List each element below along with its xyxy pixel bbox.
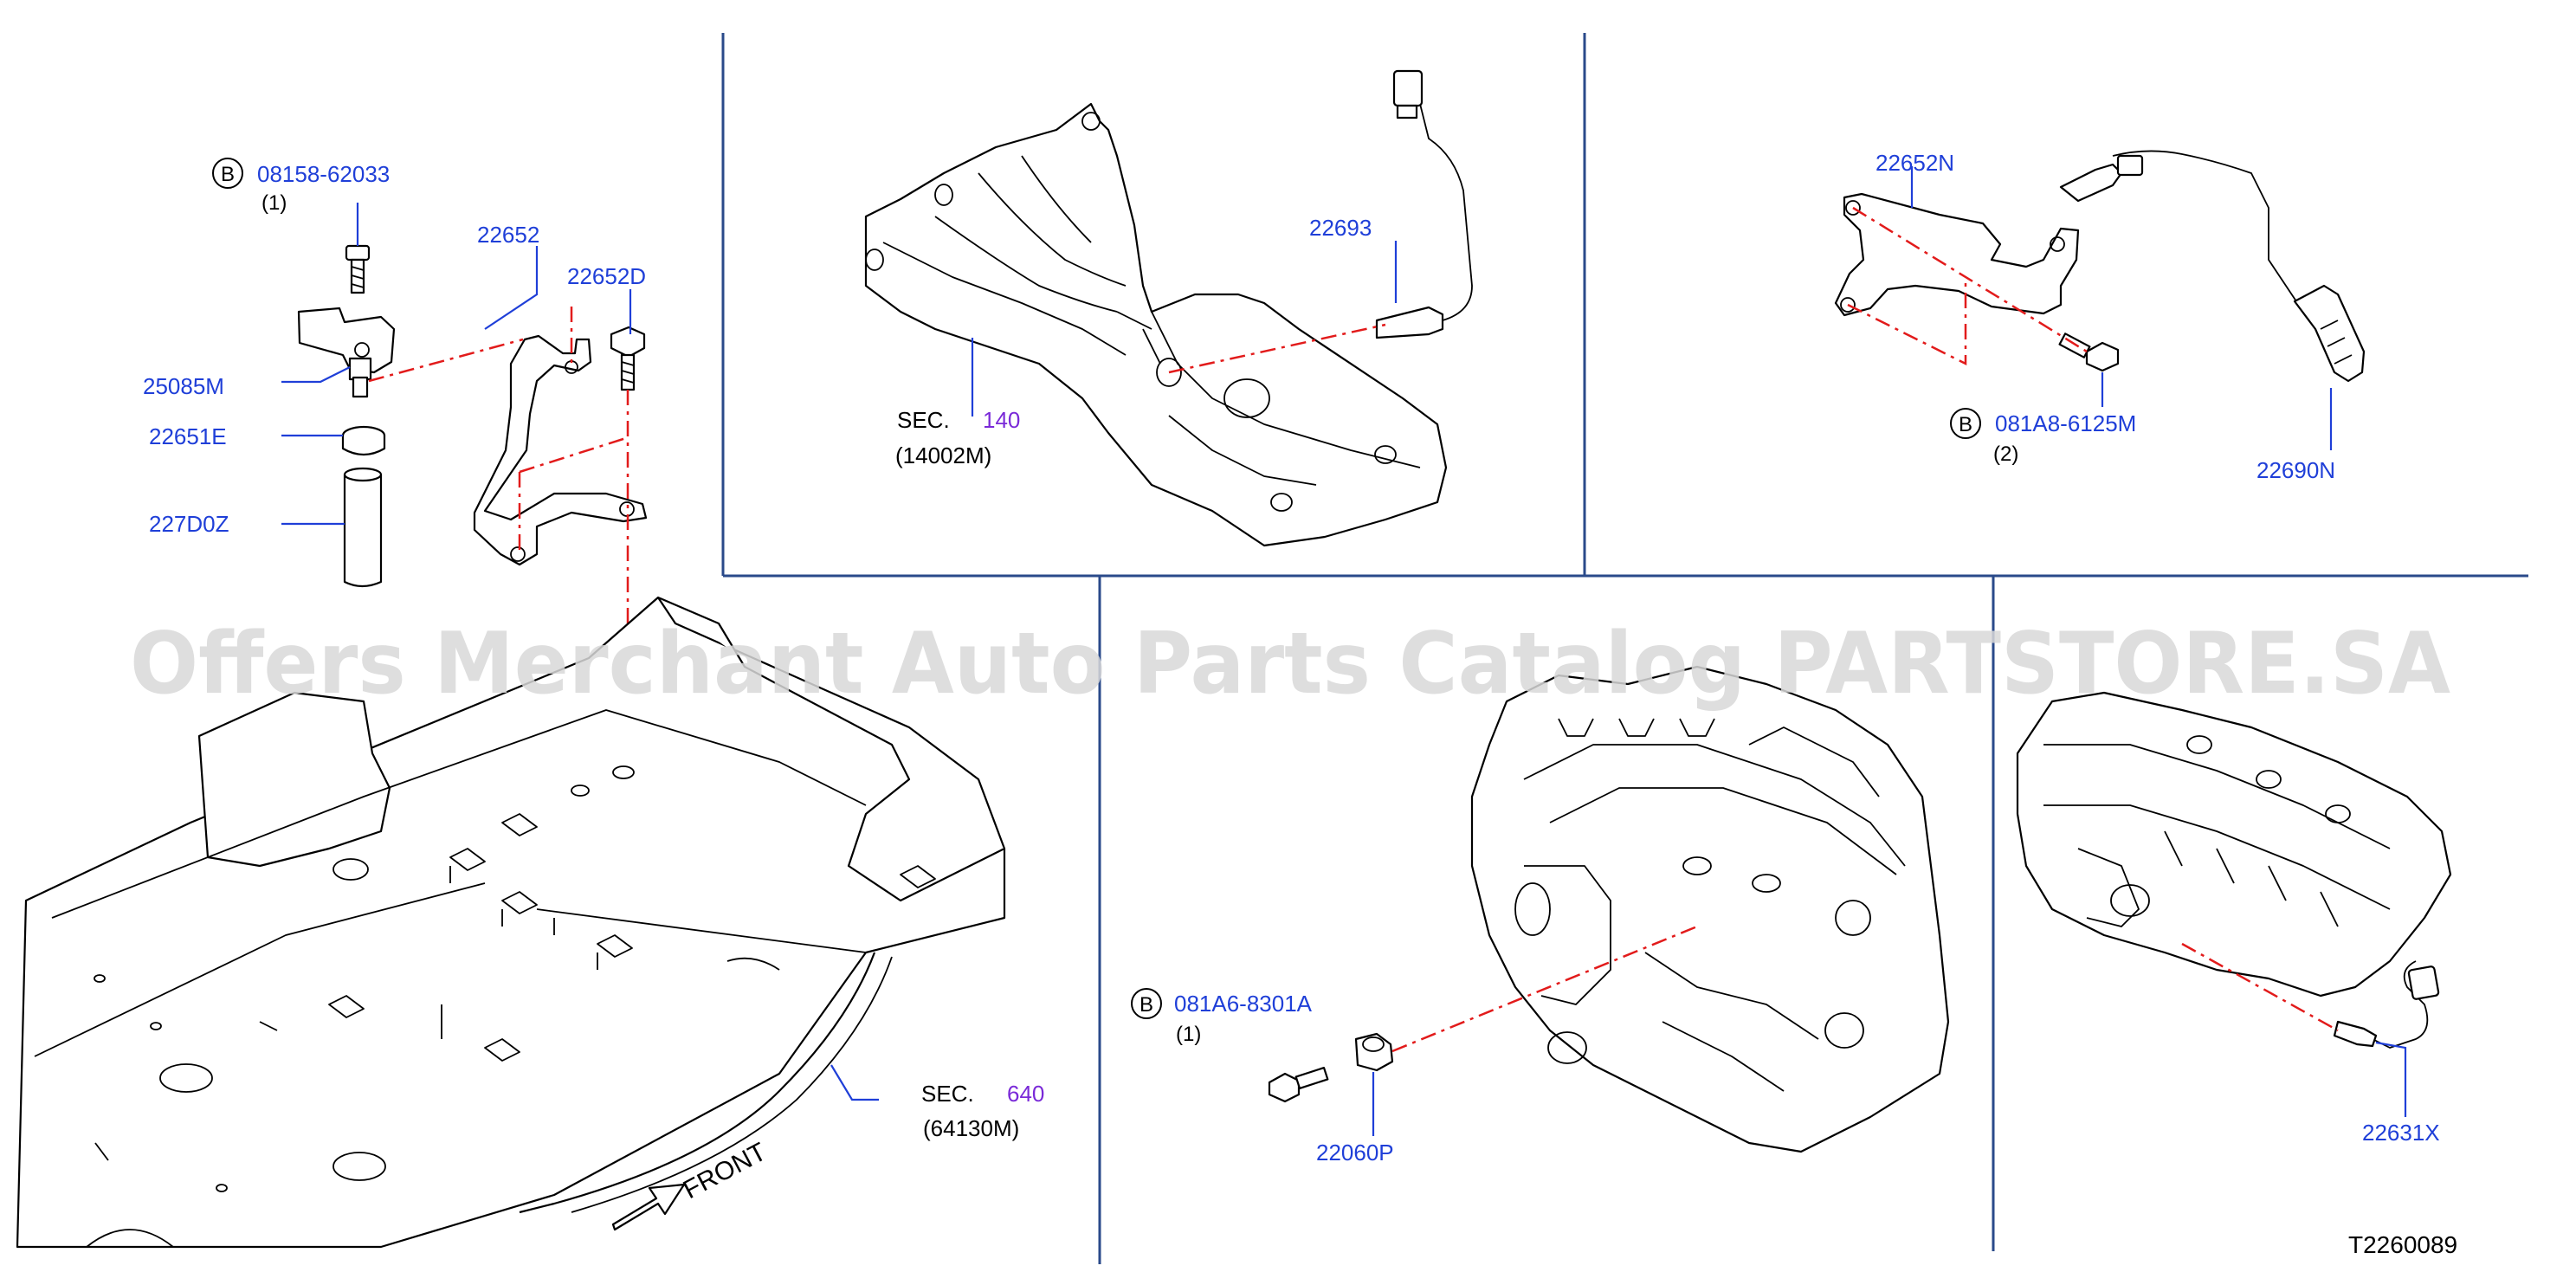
phantom-line-22693	[1168, 323, 1386, 374]
diagram-reference-code: T2260089	[2348, 1231, 2457, 1258]
bolt-marker-081a8-6125m: B	[1950, 408, 1981, 439]
oxygen-sensor-22690n-drawing	[2059, 150, 2366, 383]
part-227d0z[interactable]: 227D0Z	[149, 511, 229, 537]
plug-22060p-drawing	[1354, 1032, 1394, 1072]
bracket-22652n-drawing	[1834, 192, 2080, 317]
part-22651e[interactable]: 22651E	[149, 423, 227, 449]
sec-140-link[interactable]: 140	[983, 407, 1020, 433]
sensor-22631x-drawing	[2333, 960, 2440, 1049]
clip-22651e-drawing	[341, 425, 386, 456]
part-22690n[interactable]: 22690N	[2256, 457, 2335, 483]
sec-640-ref: (64130M)	[923, 1115, 1019, 1141]
phantom-line-22631x	[2181, 942, 2339, 1032]
panel-dividers	[721, 33, 2528, 1264]
front-label: FRONT	[679, 1138, 772, 1205]
oxygen-sensor-22693-drawing	[1375, 69, 1473, 339]
part-08158-62033[interactable]: 08158-62033	[257, 161, 390, 187]
bolt-08158-62033-drawing	[345, 244, 371, 294]
floor-panel-drawing	[16, 596, 1006, 1249]
phantom-lines-right-top	[1847, 206, 2088, 366]
watermark: Offers Merchant Auto Parts Catalog PARTS…	[130, 615, 2450, 714]
bolt-marker-label: B	[1959, 413, 1972, 436]
engine-block-drawing	[1470, 665, 1950, 1153]
sec-640-label: SEC.	[921, 1081, 974, 1107]
phantom-line-22060p	[1391, 925, 1698, 1053]
cylinder-head-drawing	[2016, 691, 2452, 998]
part-25085m[interactable]: 25085M	[143, 373, 224, 399]
part-22652d[interactable]: 22652D	[567, 263, 646, 289]
leader-lines	[281, 166, 2407, 1136]
bracket-22652-drawing	[473, 334, 648, 566]
sec-640-link[interactable]: 640	[1007, 1081, 1044, 1107]
exhaust-manifold-drawing	[864, 102, 1448, 547]
part-22631x[interactable]: 22631X	[2362, 1120, 2440, 1146]
hose-227d0z-drawing	[343, 467, 383, 588]
qty-081a8-6125m: (2)	[1993, 442, 2018, 466]
bolt-marker-label: B	[221, 163, 235, 186]
bolt-marker-081a6-8301a: B	[1131, 988, 1162, 1019]
qty-08158-62033: (1)	[261, 191, 287, 215]
bolt-marker-label: B	[1140, 993, 1153, 1017]
part-081a8-6125m[interactable]: 081A8-6125M	[1995, 410, 2136, 436]
bolt-marker-08158-62033: B	[212, 158, 243, 189]
part-22652[interactable]: 22652	[477, 222, 539, 248]
sec-140-ref: (14002M)	[895, 442, 991, 468]
part-22693[interactable]: 22693	[1309, 215, 1372, 241]
qty-081a6-8301a: (1)	[1176, 1023, 1201, 1046]
part-22060p[interactable]: 22060P	[1316, 1140, 1394, 1166]
part-081a6-8301a[interactable]: 081A6-8301A	[1174, 991, 1313, 1017]
sensor-25085m-drawing	[297, 307, 396, 398]
sec-140-label: SEC.	[897, 407, 950, 433]
part-22652n[interactable]: 22652N	[1876, 150, 1954, 176]
bolt-081a6-8301a-drawing	[1268, 1066, 1329, 1103]
bolt-22652d-drawing	[610, 326, 646, 391]
